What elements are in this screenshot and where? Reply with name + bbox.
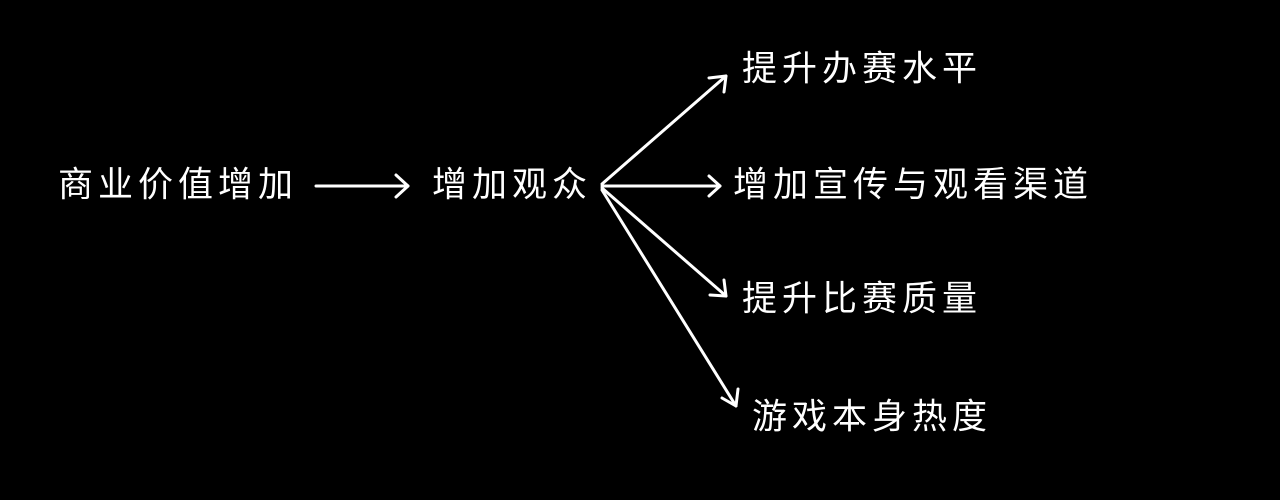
target-node-1: 提升办赛水平	[742, 49, 983, 90]
arrow-middle-to-target-3	[600, 186, 728, 298]
arrow-middle-to-target-2	[600, 174, 722, 198]
middle-node: 增加观众	[432, 165, 593, 206]
source-node: 商业价值增加	[58, 165, 299, 206]
target-node-3: 提升比赛质量	[742, 279, 983, 320]
target-node-2: 增加宣传与观看渠道	[733, 165, 1094, 206]
target-node-4: 游戏本身热度	[752, 397, 993, 438]
arrow-source-to-middle	[314, 173, 410, 199]
arrow-middle-to-target-1	[600, 74, 728, 186]
arrow-middle-to-target-4	[600, 188, 740, 408]
